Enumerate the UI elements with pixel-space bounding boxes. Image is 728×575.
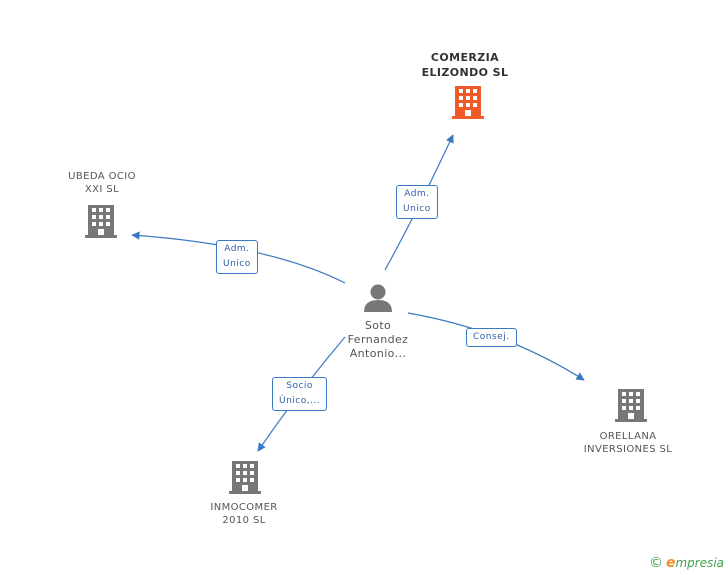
brand-rest: mpresia [675, 556, 724, 570]
node-label-orellana-line1: ORELLANA [599, 431, 657, 442]
edge-label-to-orellana-line1: Consej. [473, 332, 510, 342]
node-label-ubeda-line2: XXI SL [84, 184, 120, 195]
edge-label-to-ubeda-line1: Adm. [224, 244, 250, 254]
node-label-inmocomer-line2: 2010 SL [222, 515, 266, 526]
edge-label-to-orellana[interactable]: Consej. [466, 328, 517, 347]
copyright-symbol: © [648, 555, 663, 571]
node-label-inmocomer-line1: INMOCOMER [210, 502, 278, 513]
edge-label-to-ubeda[interactable]: Adm. Unico [216, 240, 258, 274]
node-label-orellana[interactable]: ORELLANA INVERSIONES SL [584, 430, 673, 456]
node-label-main-line1: COMERZIA [430, 51, 500, 64]
building-main-icon[interactable] [452, 86, 484, 119]
building-orellana-icon[interactable] [615, 389, 647, 422]
node-label-orellana-line2: INVERSIONES SL [583, 444, 673, 455]
edge-label-to-inmocomer[interactable]: Socio Único,... [272, 377, 328, 411]
node-label-person-line3: Antonio... [349, 347, 407, 360]
edge-label-to-ubeda-line2: Unico [223, 259, 251, 269]
brand-e: e [665, 555, 676, 571]
building-inmocomer-icon[interactable] [229, 461, 261, 494]
node-label-ubeda[interactable]: UBEDA OCIO XXI SL [68, 170, 136, 196]
node-label-ubeda-line1: UBEDA OCIO [68, 171, 136, 182]
node-label-person[interactable]: Soto Fernandez Antonio... [348, 319, 409, 361]
person-icon[interactable] [364, 284, 392, 313]
edge-label-to-inmocomer-line2: Único,... [279, 396, 321, 406]
node-label-inmocomer[interactable]: INMOCOMER 2010 SL [210, 501, 277, 527]
node-label-main-line2: ELIZONDO SL [421, 66, 509, 79]
building-ubeda-icon[interactable] [85, 205, 117, 238]
edge-label-to-main-line2: Unico [403, 204, 431, 214]
node-label-person-line2: Fernandez [347, 333, 409, 346]
node-label-person-line1: Soto [364, 319, 392, 332]
edge-label-to-inmocomer-line1: Socio [286, 381, 313, 391]
edge-label-to-main-line1: Adm. [404, 189, 430, 199]
node-label-main[interactable]: COMERZIA ELIZONDO SL [422, 50, 509, 80]
edge-label-to-main[interactable]: Adm. Unico [396, 185, 438, 219]
empresia-watermark[interactable]: ©empresia [649, 555, 724, 571]
